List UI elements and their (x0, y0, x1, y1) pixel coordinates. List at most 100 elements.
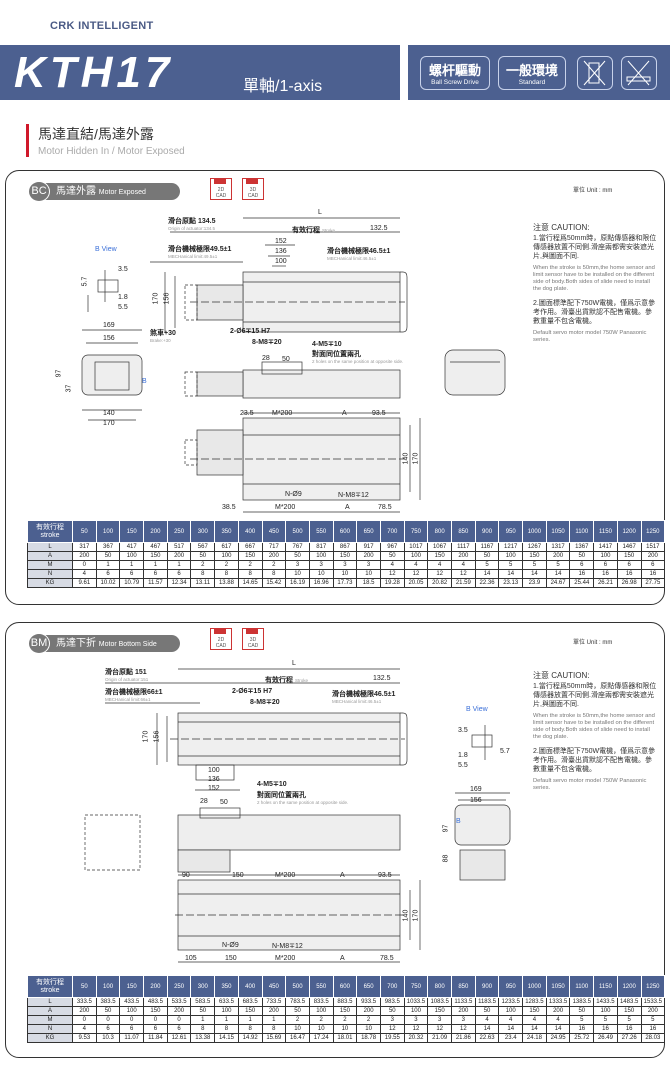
table-cell: 100 (593, 551, 618, 561)
table-cell: 200 (166, 1006, 192, 1016)
table-cell: 200 (545, 1006, 571, 1016)
table-cell: 4 (522, 1015, 547, 1025)
table-cell: 17.24 (308, 1033, 334, 1043)
bc-top-view (150, 217, 408, 333)
table-cell: 2 (237, 560, 263, 570)
table-cell: 24.95 (545, 1033, 571, 1043)
b-view-label: B View (95, 246, 117, 253)
table-cell: 16 (616, 569, 642, 579)
table-cell: 19.55 (379, 1033, 405, 1043)
table-cell: 333.5 (72, 997, 97, 1007)
table-cell: 12 (403, 1024, 429, 1034)
dim-3-5: 3.5 (118, 266, 128, 273)
stroke-col: 450 (261, 520, 287, 543)
bm-dim-mech-right: 滑台機械極限46.5±1 (332, 691, 396, 698)
table-cell: 767 (285, 542, 310, 552)
bc-end-view (81, 329, 143, 421)
stroke-col: 600 (332, 975, 358, 998)
table-cell: 14 (498, 1024, 524, 1034)
table-cell: 100 (308, 1006, 334, 1016)
table-cell: 10 (332, 569, 358, 579)
table-cell: 12.34 (166, 578, 192, 588)
table-cell: 150 (237, 551, 263, 561)
table-cell: 16 (593, 1024, 618, 1034)
table-cell: 6 (593, 560, 618, 570)
dim-170-end: 170 (103, 420, 115, 427)
dim-100: 100 (275, 258, 287, 265)
bm-dim-170: 170 (142, 730, 150, 743)
table-cell: 14 (498, 569, 524, 579)
dim-opposite-en: 2 holes on the same position at opposite… (312, 359, 404, 364)
table-cell: 8 (190, 569, 216, 579)
table-cell: 50 (474, 1006, 500, 1016)
table-cell: 16 (640, 1024, 666, 1034)
table-cell: 617 (214, 542, 239, 552)
table-cell: 3 (308, 560, 334, 570)
table-cell: 8 (214, 1024, 239, 1034)
dim-37: 37 (65, 384, 73, 393)
table-cell: 14 (545, 1024, 571, 1034)
dim-1-8: 1.8 (118, 294, 128, 301)
bm-dim-n-hole: N-Ø9 (222, 942, 239, 949)
dim-132-5: 132.5 (370, 225, 388, 232)
stroke-col: 850 (451, 520, 476, 543)
table-cell: 3 (332, 560, 358, 570)
stroke-col: 250 (166, 975, 192, 998)
table-cell: 1417 (593, 542, 618, 552)
stroke-col: 950 (498, 975, 524, 998)
stroke-col: 50 (72, 975, 97, 998)
table-cell: 150 (427, 551, 452, 561)
dim-28: 28 (262, 355, 270, 362)
dim-mech-left-en: MBCHanical limit:49.5±1 (168, 254, 218, 259)
bm-dim-88: 88 (442, 854, 450, 863)
dim-origin: 滑台原點 134.5 (168, 218, 216, 225)
dim-140-side: 140 (402, 452, 410, 465)
bm-b-marker: B (456, 818, 461, 825)
table-cell: 19.28 (379, 578, 405, 588)
table-cell: 1 (214, 1015, 239, 1025)
stroke-col: 1050 (545, 975, 571, 998)
table-cell: 10 (285, 1024, 310, 1034)
table-cell: 367 (95, 542, 121, 552)
table-cell: 100 (119, 1006, 145, 1016)
dim-152: 152 (275, 238, 287, 245)
stroke-col: 900 (474, 975, 500, 998)
dim-169: 169 (103, 322, 115, 329)
table-cell: 200 (640, 551, 666, 561)
row-label: M (27, 1015, 73, 1025)
table-cell: 5 (640, 1015, 666, 1025)
stroke-col: 50 (72, 520, 97, 543)
table-cell: 883.5 (332, 997, 358, 1007)
table-cell: 3 (427, 1015, 452, 1025)
table-cell: 100 (593, 1006, 618, 1016)
table-cell: 8 (237, 569, 263, 579)
stroke-col: 750 (403, 975, 429, 998)
table-cell: 16 (640, 569, 666, 579)
table-cell: 23.9 (522, 578, 547, 588)
stroke-col: 900 (474, 520, 500, 543)
stroke-col: 1250 (640, 520, 666, 543)
no-ceiling-mount-icon (621, 56, 657, 90)
bm-dim-3-5: 3.5 (458, 727, 468, 734)
table-cell: 1267 (522, 542, 547, 552)
table-cell: 21.59 (451, 578, 476, 588)
table-cell: 2 (285, 1015, 310, 1025)
table-cell: 1217 (498, 542, 524, 552)
table-cell: 967 (379, 542, 405, 552)
table-cell: 1067 (427, 542, 452, 552)
table-cell: 12 (427, 1024, 452, 1034)
table-cell: 12 (379, 1024, 405, 1034)
table-cell: 16.19 (285, 578, 310, 588)
bm-dim-a-top: A (340, 872, 345, 879)
